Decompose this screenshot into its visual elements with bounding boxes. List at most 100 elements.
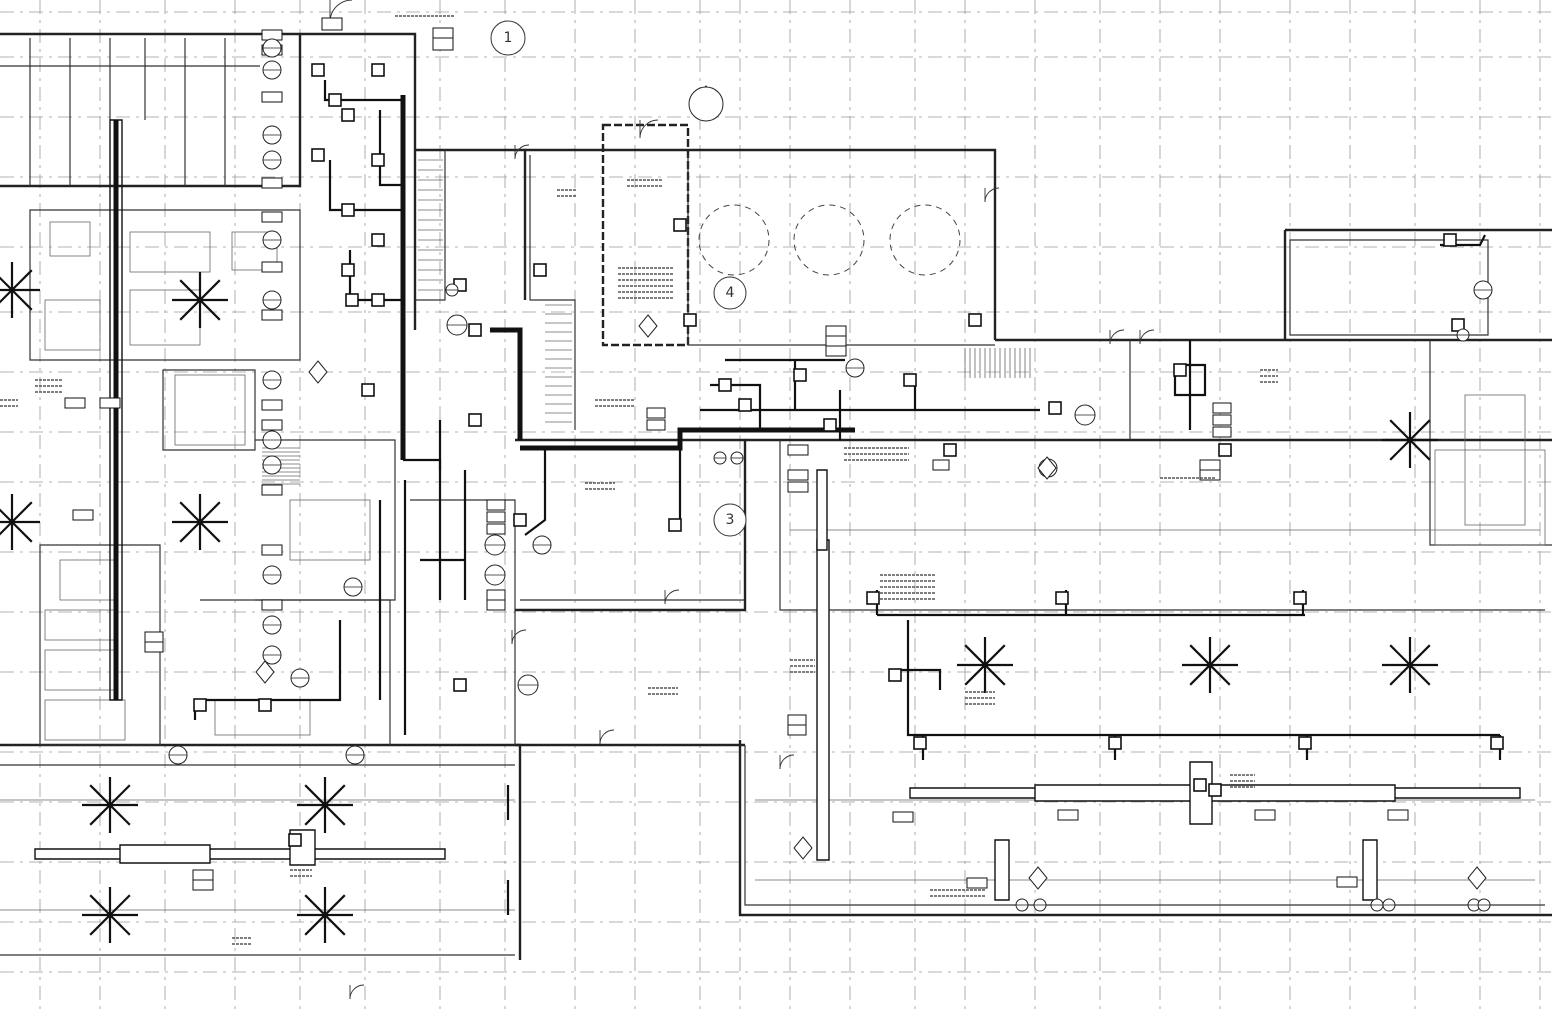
ceiling-fan-icon (1382, 637, 1438, 693)
section-bubble-icon (343, 577, 363, 597)
equipment-tag (192, 869, 214, 881)
diamond-keynote-icon (255, 660, 275, 684)
equipment-tag (1199, 469, 1221, 481)
equipment-unit-icon (866, 591, 880, 605)
equipment-tag (966, 877, 988, 889)
section-bubble-icon (517, 674, 539, 696)
ductwork (34, 80, 1521, 915)
equipment-unit-icon (288, 833, 302, 847)
equipment-unit-icon (668, 518, 682, 532)
equipment-unit-icon (903, 373, 917, 387)
equipment-unit-icon (718, 378, 732, 392)
ceiling-fan-icon (172, 272, 228, 328)
equipment-tag (261, 177, 283, 189)
section-bubble-icon (290, 668, 310, 688)
equipment-unit-icon (328, 93, 342, 107)
equipment-unit-icon (258, 698, 272, 712)
section-bubble-icon (446, 314, 468, 336)
section-bubble-icon (262, 150, 282, 170)
door-swing-icon (664, 589, 680, 605)
equipment-tag (646, 419, 666, 431)
equipment-tag (787, 481, 809, 493)
door-swing-icon (1109, 329, 1125, 345)
diamond-keynotes (255, 85, 1487, 890)
fan-hub (197, 519, 203, 525)
ceiling-fan-icon (1182, 637, 1238, 693)
equipment-unit-icon (371, 293, 385, 307)
equipment-unit-icon (311, 148, 325, 162)
equipment-tag (1387, 809, 1409, 821)
section-bubble-icon (262, 60, 282, 80)
equipment-tag (1212, 402, 1232, 414)
section-bubble-icon (730, 451, 744, 465)
fan-hub (982, 662, 988, 668)
section-bubble-icon (262, 565, 282, 585)
equipment-tag (646, 407, 666, 419)
fan-hub (9, 519, 15, 525)
equipment-unit-icon (968, 313, 982, 327)
fan-hub (1207, 662, 1213, 668)
section-bubble-icon (445, 283, 459, 297)
equipment-unit-icon (738, 398, 752, 412)
furniture (0, 221, 1546, 911)
equipment-tag (261, 544, 283, 556)
section-bubble-icon (1370, 898, 1384, 912)
equipment-unit-icon (468, 323, 482, 337)
equipment-tag (99, 397, 121, 409)
fan-hub (9, 287, 15, 293)
equipment-unit-icon (371, 63, 385, 77)
section-bubble-icon (484, 534, 506, 556)
section-bubble-icon (1477, 898, 1491, 912)
ceiling-fan-icon (0, 262, 40, 318)
equipment-unit-icon (1298, 736, 1312, 750)
ceiling-fan-icon (82, 777, 138, 833)
door-swing-icon (599, 729, 615, 745)
equipment-unit-icon (823, 418, 837, 432)
equipment-tag (261, 484, 283, 496)
equipment-tag (1212, 414, 1232, 426)
equipment-tag (486, 599, 506, 611)
door-swing-icon (779, 754, 795, 770)
equipment-unit-icon (453, 678, 467, 692)
grid-bubble-1: 1 (490, 20, 526, 56)
section-bubble-icon (262, 615, 282, 635)
section-bubble-icon (262, 430, 282, 450)
section-bubble-icon (262, 455, 282, 475)
equipment-unit-icon (683, 313, 697, 327)
equipment-unit-icon (1208, 783, 1222, 797)
section-bubble-icon (1473, 280, 1493, 300)
fan-hub (322, 912, 328, 918)
equipment-tag (1336, 876, 1358, 888)
equipment-unit-icon (888, 668, 902, 682)
ceiling-fan-icon (0, 494, 40, 550)
equipment-tag (192, 879, 214, 891)
equipment-tag (825, 335, 847, 347)
equipment-unit-icon (943, 443, 957, 457)
equipment-tag (64, 397, 86, 409)
section-bubble-icon (1456, 328, 1470, 342)
equipment-tag (932, 459, 950, 471)
note-blocks (0, 15, 1278, 945)
ceiling-fan-icon (82, 887, 138, 943)
equipment-tag (261, 399, 283, 411)
section-bubble-icon (262, 230, 282, 250)
equipment-tag (486, 511, 506, 523)
section-bubble-icon (1033, 898, 1047, 912)
equipment-tag (321, 17, 343, 31)
equipment-tag (486, 589, 506, 601)
ceiling-fan-icon (172, 494, 228, 550)
equipment-tag (1254, 809, 1276, 821)
equipment-tag (486, 499, 506, 511)
equipment-unit-icon (673, 218, 687, 232)
fan-hub (1407, 662, 1413, 668)
doors (329, 0, 1155, 1000)
equipment-unit-icon (513, 513, 527, 527)
equipment-unit-icon (341, 203, 355, 217)
ceiling-fan-icon (297, 887, 353, 943)
section-bubble-icon (713, 451, 727, 465)
fan-hub (107, 912, 113, 918)
equipment-unit-icon (468, 413, 482, 427)
equipment-tag (787, 714, 807, 726)
